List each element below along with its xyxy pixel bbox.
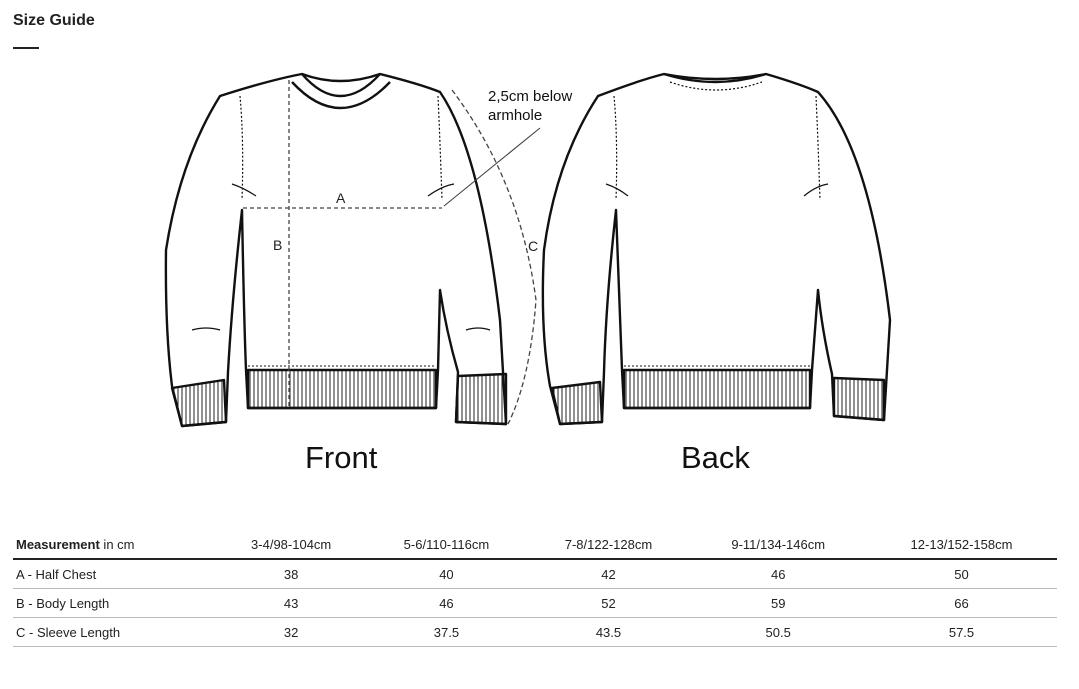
table-row: A - Half Chest 38 40 42 46 50: [13, 559, 1057, 589]
dimension-label-b: B: [273, 237, 283, 253]
row-label: B - Body Length: [16, 595, 110, 611]
table-cell: 59: [770, 595, 786, 611]
dimension-label-a: A: [336, 190, 346, 206]
size-table: Measurement in cm 3-4/98-104cm 5-6/110-1…: [13, 530, 1057, 647]
table-cell: 46: [770, 566, 786, 582]
sweatshirt-technical-drawing: [164, 72, 892, 428]
row-label: A - Half Chest: [16, 566, 97, 582]
table-cell: 32: [283, 624, 299, 640]
table-cell: 40: [439, 566, 454, 582]
size-header: 3-4/98-104cm: [251, 536, 332, 552]
row-label: C - Sleeve Length: [16, 624, 121, 640]
table-cell: 43: [283, 595, 299, 611]
table-row: B - Body Length 43 46 52 59 66: [13, 589, 1057, 618]
table-cell: 43.5: [595, 624, 622, 640]
size-header: 9-11/134-146cm: [731, 536, 826, 552]
table-cell: 50: [954, 566, 969, 582]
table-cell: 42: [601, 566, 616, 582]
table-cell: 38: [283, 566, 299, 582]
back-label: Back: [681, 440, 750, 475]
table-cell: 37.5: [433, 624, 460, 640]
front-view-drawing: [164, 72, 508, 428]
measurement-lines: [243, 80, 541, 425]
size-header: 7-8/122-128cm: [564, 536, 653, 552]
page-title: Size Guide: [13, 12, 95, 29]
table-cell: 50.5: [765, 624, 791, 640]
table-row: C - Sleeve Length 32 37.5 43.5 50.5 57.5: [13, 618, 1057, 647]
measurement-header: Measurement in cm: [16, 536, 135, 552]
dimension-label-c: C: [528, 238, 539, 254]
table-cell: 57.5: [948, 624, 975, 640]
size-header: 12-13/152-158cm: [910, 536, 1013, 552]
table-cell: 46: [439, 595, 454, 611]
size-table-header-row: Measurement in cm 3-4/98-104cm 5-6/110-1…: [13, 530, 1057, 559]
back-view-drawing: [541, 72, 892, 426]
table-cell: 66: [954, 595, 969, 611]
title-underline: [13, 47, 39, 49]
armhole-note: 2,5cm below armhole: [488, 88, 573, 124]
size-header: 5-6/110-116cm: [403, 536, 490, 552]
front-label: Front: [305, 440, 378, 475]
table-cell: 52: [601, 595, 616, 611]
